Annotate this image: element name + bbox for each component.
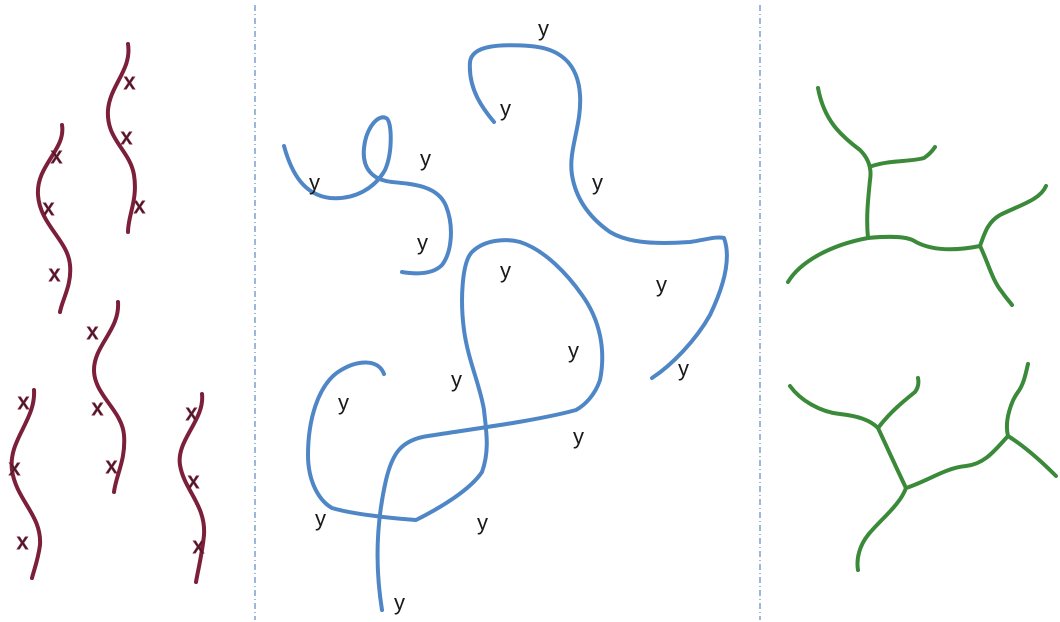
x-label: x	[134, 193, 145, 218]
x-label: x	[92, 395, 103, 420]
branched-chain-bottom-upper	[790, 378, 918, 428]
panel-y-chains: y y y y y y y y y y y y y y y y	[284, 16, 727, 615]
y-label: y	[538, 16, 549, 41]
branched-chain-bottom-stem	[857, 428, 906, 570]
x-label: x	[49, 261, 60, 286]
x-label: x	[9, 455, 20, 480]
branched-chain-top-stem	[818, 88, 871, 238]
x-label: x	[17, 529, 28, 554]
x-label: x	[186, 400, 197, 425]
branched-chain-top-branch	[872, 147, 935, 166]
x-label: x	[188, 468, 199, 493]
y-label: y	[417, 230, 428, 255]
y-label: y	[500, 258, 511, 283]
y-label: y	[500, 96, 511, 121]
x-label: x	[43, 195, 54, 220]
y-label: y	[315, 506, 326, 531]
x-label: x	[18, 389, 29, 414]
x-label: x	[121, 124, 132, 149]
branched-chain-bottom-backbone	[906, 364, 1028, 488]
y-label: y	[451, 367, 462, 392]
y-label: y	[573, 424, 584, 449]
y-label: y	[656, 272, 667, 297]
panel-x-chains: x x x x x x x x x x x x x x x	[9, 44, 204, 582]
y-label: y	[678, 356, 689, 381]
y-label: y	[592, 170, 603, 195]
y-chain-middle	[308, 240, 602, 610]
y-label: y	[420, 146, 431, 171]
y-label: y	[477, 510, 488, 535]
panel-branched-chains	[788, 88, 1056, 570]
x-label: x	[193, 533, 204, 558]
y-label: y	[568, 338, 579, 363]
branched-chain-bottom-arm	[1008, 436, 1056, 476]
x-label: x	[87, 319, 98, 344]
x-label: x	[51, 143, 62, 168]
y-label: y	[394, 590, 405, 615]
branched-chain-top-backbone	[788, 186, 1046, 282]
y-label: y	[338, 390, 349, 415]
x-label: x	[124, 69, 135, 94]
branched-chain-top-arm	[980, 246, 1012, 305]
x-label: x	[106, 453, 117, 478]
y-label: y	[309, 170, 320, 195]
